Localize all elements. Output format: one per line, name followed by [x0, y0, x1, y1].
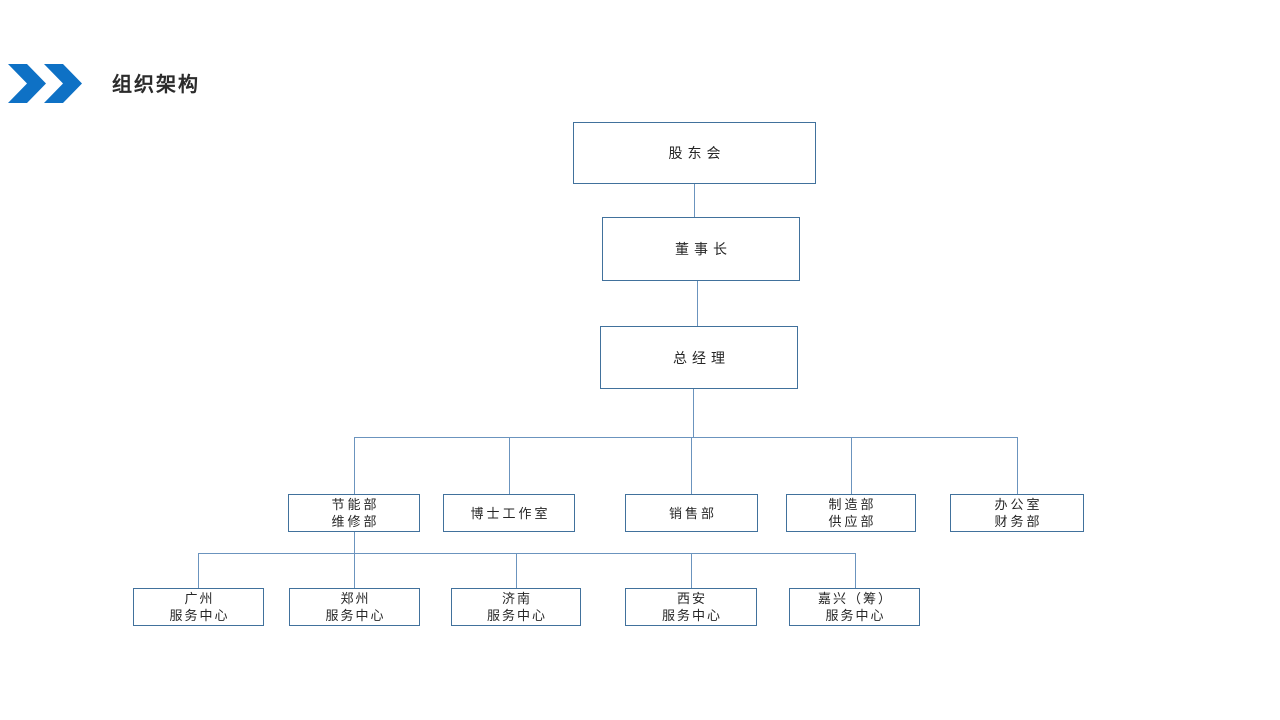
org-node-label: 维修部	[331, 514, 380, 529]
org-node-label: 制造部	[828, 497, 877, 512]
org-node-label: 董事长	[675, 241, 732, 257]
org-node-label: 服务中心	[661, 608, 722, 623]
page-title: 组织架构	[112, 74, 200, 96]
connector-line	[694, 184, 695, 217]
connector-line	[855, 553, 856, 588]
org-node-label: 郑州	[340, 591, 371, 606]
org-node-dept-energy-maintenance: 节能部 维修部	[288, 494, 420, 532]
org-node-label: 总经理	[673, 349, 730, 366]
connector-line	[697, 281, 698, 326]
connector-line	[354, 437, 1017, 438]
org-node-label: 服务中心	[486, 608, 547, 623]
org-node-center-xian: 西安 服务中心	[625, 588, 757, 626]
org-node-label: 办公室	[994, 497, 1043, 512]
org-node-shareholders: 股东会	[573, 122, 816, 184]
org-node-center-guangzhou: 广州 服务中心	[133, 588, 264, 626]
connector-line	[851, 437, 852, 494]
org-node-label: 服务中心	[169, 608, 230, 623]
org-node-dept-office-finance: 办公室 财务部	[950, 494, 1084, 532]
org-node-label: 济南	[501, 591, 532, 606]
org-node-label: 财务部	[994, 514, 1043, 529]
connector-line	[691, 553, 692, 588]
org-node-label: 股东会	[668, 145, 726, 161]
connector-line	[691, 437, 692, 494]
org-node-label: 服务中心	[825, 608, 886, 623]
connector-line	[354, 437, 355, 494]
org-node-dept-sales: 销售部	[625, 494, 758, 532]
connector-line	[516, 553, 517, 588]
org-node-center-jiaxing: 嘉兴（筹） 服务中心	[789, 588, 920, 626]
org-node-chairman: 董事长	[602, 217, 800, 281]
org-node-general-manager: 总经理	[600, 326, 798, 389]
org-node-center-zhengzhou: 郑州 服务中心	[289, 588, 420, 626]
org-node-label: 西安	[676, 591, 707, 606]
connector-line	[354, 553, 355, 588]
connector-line	[1017, 437, 1018, 494]
org-node-label: 销售部	[668, 505, 717, 521]
chevron-right-icon	[44, 64, 82, 103]
org-node-center-jinan: 济南 服务中心	[451, 588, 581, 626]
connector-line	[509, 437, 510, 494]
connector-line	[198, 553, 199, 588]
org-node-label: 广州	[184, 591, 215, 606]
connector-line	[198, 553, 855, 554]
org-node-label: 节能部	[331, 497, 380, 512]
org-node-label: 嘉兴（筹）	[817, 591, 893, 606]
org-node-dept-manufacturing-supply: 制造部 供应部	[786, 494, 916, 532]
connector-line	[693, 389, 694, 437]
org-node-dept-doctor-studio: 博士工作室	[443, 494, 575, 532]
chevron-right-icon	[8, 64, 46, 103]
org-node-label: 供应部	[828, 514, 877, 529]
org-node-label: 服务中心	[325, 608, 386, 623]
org-node-label: 博士工作室	[470, 505, 551, 521]
connector-line	[354, 532, 355, 553]
